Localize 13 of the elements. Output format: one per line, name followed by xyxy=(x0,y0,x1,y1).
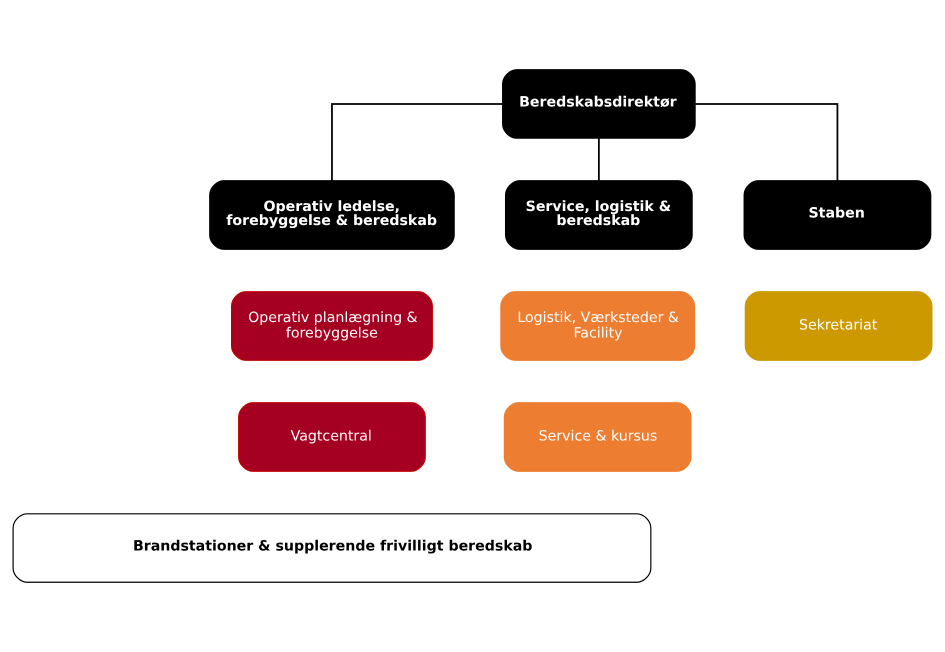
node-box: Beredskabsdirektør xyxy=(502,69,696,139)
node-box: Sekretariat xyxy=(744,291,932,361)
node-box: Service & kursus xyxy=(504,402,692,472)
node-box: Operativ ledelse, forebyggelse & beredskab xyxy=(209,180,455,250)
node-box: Service, logistik & beredskab xyxy=(504,180,693,250)
node-box: Logistik, Værksteder & Facility xyxy=(500,291,696,361)
connector xyxy=(331,103,502,180)
node-box: Operativ planlægning & forebyggelse xyxy=(230,291,433,361)
node-box: Staben xyxy=(744,180,932,250)
connector xyxy=(695,103,838,180)
node-box: Vagtcentral xyxy=(238,402,426,472)
connector xyxy=(598,138,600,180)
node-box: Brandstationer & supplerende frivilligt beredskab xyxy=(12,513,652,583)
